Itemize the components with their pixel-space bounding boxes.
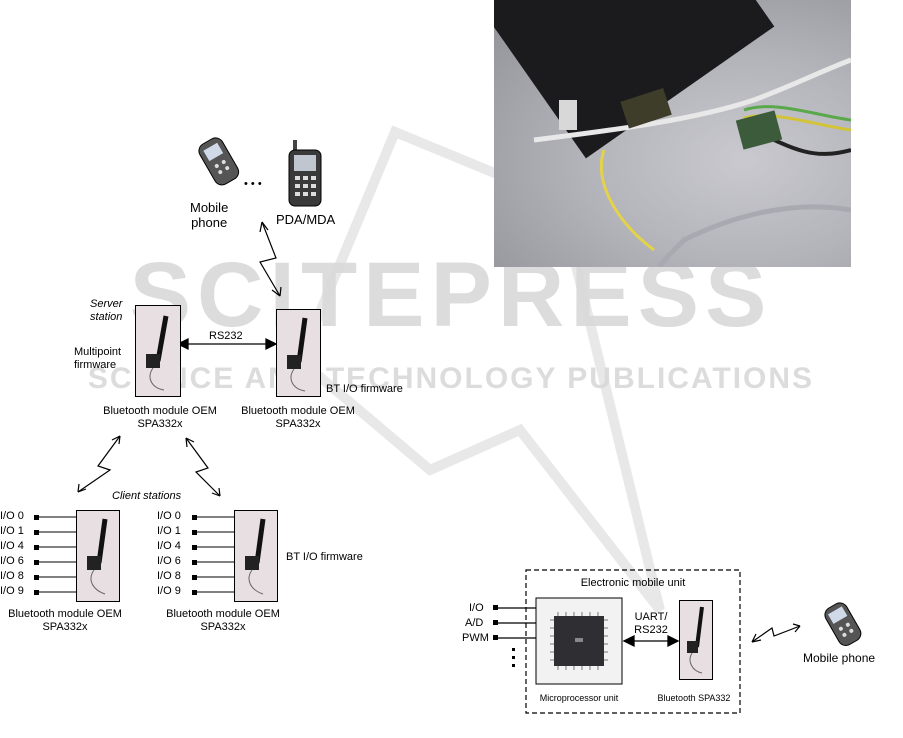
input-ad-label: A/D	[465, 617, 484, 629]
client-right-io-4: I/O 4	[157, 540, 181, 552]
uart-label: UART/ RS232	[634, 611, 668, 636]
electronic-unit-title: Electronic mobile unit	[580, 577, 686, 589]
mobile-phone-label: Mobile phone	[190, 200, 229, 230]
input-pwm-label: PWM	[462, 632, 489, 644]
rs232-arrow	[176, 337, 278, 351]
wireless-link-top	[259, 221, 282, 297]
client-right-io-8: I/O 8	[157, 570, 181, 582]
module-right-label: Bluetooth module OEM SPA332x	[241, 405, 355, 430]
pda-label: PDA/MDA	[276, 212, 336, 227]
server-station-label: Server station	[90, 298, 123, 323]
input-lines	[497, 607, 536, 639]
client-right-io-6: I/O 6	[157, 555, 181, 567]
wireless-link-left	[77, 435, 121, 493]
ellipsis: • • •	[244, 178, 262, 190]
client-left-io-pins	[34, 515, 39, 595]
wireless-link-bottom	[751, 623, 801, 643]
module-left-label: Bluetooth module OEM SPA332x	[103, 405, 217, 430]
client-right-io-1: I/O 1	[157, 525, 181, 537]
client-right-module-image	[234, 510, 278, 602]
electronic-unit-border	[525, 569, 741, 714]
right-module-image	[276, 309, 321, 397]
cables-drawing	[533, 57, 851, 267]
microprocessor-chip-icon	[550, 612, 608, 670]
pda-icon	[288, 140, 322, 207]
server-module-image	[135, 305, 181, 397]
client-left-io-8: I/O 8	[0, 570, 24, 582]
client-left-io-1: I/O 1	[0, 525, 24, 537]
client-left-module-image	[76, 510, 120, 602]
client-right-module-label: Bluetooth module OEM SPA332x	[166, 608, 280, 633]
input-pins	[493, 605, 515, 667]
client-bt-firmware-label: BT I/O firmware	[286, 551, 363, 563]
uart-arrow	[622, 634, 680, 648]
bt-io-firmware-label: BT I/O firmware	[326, 383, 403, 395]
mobile-phone-icon-bottom	[824, 602, 862, 646]
mobile-phone-bottom-label: Mobile phone	[803, 651, 876, 665]
mobile-phone-icon	[198, 137, 240, 186]
client-stations-label: Client stations	[112, 490, 182, 502]
bottom-bt-module-image	[679, 600, 713, 680]
rs232-label: RS232	[209, 330, 243, 342]
microprocessor-label: Microprocessor unit	[539, 693, 619, 703]
input-io-label: I/O	[469, 602, 484, 614]
client-left-module-label: Bluetooth module OEM SPA332x	[8, 608, 122, 633]
multipoint-firmware-label: Multipoint firmware	[74, 346, 122, 371]
client-left-io-9: I/O 9	[0, 585, 24, 597]
bt-spa332-label: Bluetooth SPA332	[657, 693, 731, 703]
hardware-photo	[494, 0, 851, 267]
client-right-io-9: I/O 9	[157, 585, 181, 597]
client-right-io-pins	[192, 515, 197, 595]
client-left-io-6: I/O 6	[0, 555, 24, 567]
client-right-io-lines	[196, 516, 234, 593]
client-left-io-4: I/O 4	[0, 540, 24, 552]
client-left-io-lines	[38, 516, 76, 593]
wireless-link-right	[185, 437, 221, 497]
client-right-io-0: I/O 0	[157, 510, 181, 522]
client-left-io-0: I/O 0	[0, 510, 24, 522]
